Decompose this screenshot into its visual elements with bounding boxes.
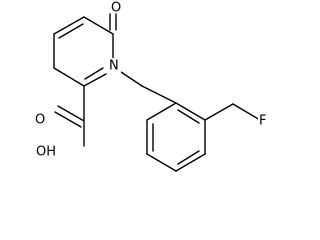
bond-ar-fluorine bbox=[204, 103, 234, 121]
bond-ar3-ar4 bbox=[175, 153, 206, 172]
atom-label-ring-nitrogen: N bbox=[107, 58, 121, 74]
bond-ar1-ar2-inner bbox=[177, 109, 200, 124]
fluorophenyl-ring bbox=[146, 102, 261, 172]
bond-ar6-ar1 bbox=[146, 102, 177, 121]
acid-carbonyl-oxygen-label: O bbox=[35, 113, 45, 128]
ring-nitrogen-label: N bbox=[109, 59, 119, 74]
bond-ch2-aryl bbox=[141, 85, 177, 104]
bond-c5-c4-double-inner bbox=[58, 23, 84, 39]
bond-n-ch2 bbox=[120, 71, 143, 87]
pyridinone-ring bbox=[53, 13, 117, 87]
bond-ar1-ar2 bbox=[175, 102, 206, 121]
bond-c2-n-double-inner bbox=[84, 67, 104, 80]
bond-c5-c4-double-outer bbox=[53, 16, 85, 35]
bond-ar3-ar4-inner bbox=[177, 150, 200, 165]
bond-c6-c5 bbox=[83, 16, 114, 35]
fluorine-label: F bbox=[259, 114, 266, 129]
chemical-structure-diagram: O N O OH F bbox=[33, 0, 270, 172]
hydroxyl-label: OH bbox=[36, 145, 56, 160]
atom-label-hydroxyl: OH bbox=[34, 144, 62, 160]
atom-label-acid-carbonyl-oxygen: O bbox=[33, 112, 47, 128]
atom-label-fluorine: F bbox=[258, 113, 270, 129]
bond-c3-c2 bbox=[53, 67, 85, 87]
bond-carboxyl-o-double-b bbox=[54, 111, 82, 128]
bond-ar4-ar5 bbox=[146, 153, 177, 172]
bond-c2-n-double-outer bbox=[83, 73, 107, 87]
atom-label-ketone-oxygen: O bbox=[111, 1, 121, 16]
bond-ar-fluorine-tail bbox=[232, 103, 261, 121]
carboxylic-acid-group bbox=[54, 85, 85, 147]
bond-carboxyl-o-double-a bbox=[57, 105, 85, 122]
ketone-oxygen-label: O bbox=[111, 1, 121, 16]
